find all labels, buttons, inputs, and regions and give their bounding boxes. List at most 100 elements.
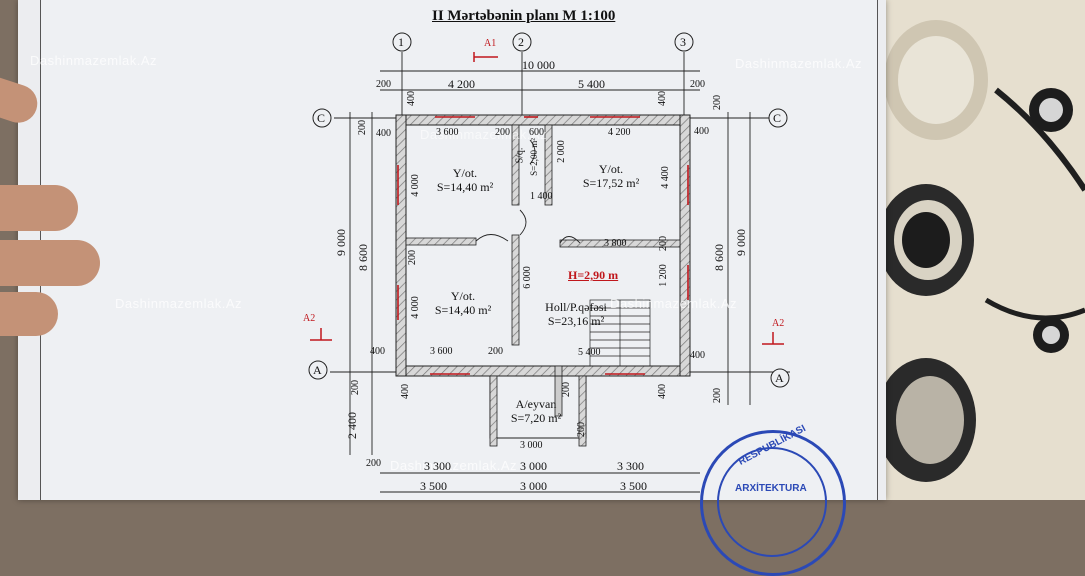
dim-200: 200 bbox=[576, 422, 587, 437]
dim-top-200-left: 200 bbox=[376, 79, 391, 90]
staircase bbox=[589, 299, 651, 367]
dim-bottom-200: 200 bbox=[366, 458, 381, 469]
carpet-pattern bbox=[886, 0, 1085, 500]
dim-hall-width: 3 800 bbox=[604, 238, 627, 249]
dim-200: 200 bbox=[495, 127, 510, 138]
dim-left-8600: 8 600 bbox=[356, 244, 370, 271]
dim-200: 200 bbox=[561, 382, 572, 397]
dim-wall-400: 400 bbox=[406, 91, 417, 106]
room-name: Y/ot. bbox=[598, 162, 624, 176]
stamp-inner-ring bbox=[717, 447, 827, 557]
room-name: Holl/P.qəfəsi bbox=[545, 300, 607, 314]
dim-left-200-bottom: 200 bbox=[350, 380, 361, 395]
paper-sheet bbox=[18, 0, 886, 500]
section-label-a2-left: A2 bbox=[303, 313, 316, 324]
section-markers bbox=[310, 52, 784, 345]
dim-wall-400: 400 bbox=[657, 91, 668, 106]
dim-total-top: 10 000 bbox=[522, 58, 555, 72]
axis-label-a-right: A bbox=[775, 371, 784, 385]
watermark: Dashinmazemlak.Az bbox=[115, 296, 242, 311]
dim-200: 200 bbox=[488, 346, 503, 357]
dim-bottom-3000-bottom: 3 000 bbox=[520, 479, 547, 493]
watermark: Dashinmazemlak.Az bbox=[390, 458, 517, 473]
room-name: A/eyvan bbox=[515, 397, 557, 411]
stamp-text-bottom: ARXİTEKTURA bbox=[735, 483, 807, 494]
room-area: S=17,52 m² bbox=[582, 176, 640, 190]
finger bbox=[0, 240, 100, 286]
axis-bubbles bbox=[308, 32, 790, 388]
room-bedroom-3: Y/ot. S=14,40 m² bbox=[418, 289, 508, 317]
dim-wc-height: 2 000 bbox=[555, 140, 567, 163]
dim-room2-height: 4 400 bbox=[659, 166, 671, 189]
section-label-a2-right: A2 bbox=[772, 318, 785, 329]
doors bbox=[475, 139, 581, 244]
dim-bottom-3000-mid: 3 000 bbox=[520, 459, 547, 473]
dim-bottom-3500-right: 3 500 bbox=[620, 479, 647, 493]
dim-porch-3000: 3 000 bbox=[520, 440, 543, 451]
dim-wall-400: 400 bbox=[690, 350, 705, 361]
dim-600: 600 bbox=[529, 127, 544, 138]
room-hall: Holl/P.qəfəsi S=23,16 m² bbox=[526, 300, 626, 328]
axis-label-2: 2 bbox=[518, 35, 524, 49]
room-bedroom-1: Y/ot. S=14,40 m² bbox=[420, 166, 510, 194]
watermark: Dashinmazemlak.Az bbox=[30, 53, 157, 68]
dim-room1-width: 3 600 bbox=[436, 127, 459, 138]
watermark: Dashinmazemlak.Az bbox=[420, 127, 547, 142]
dim-right-8600: 8 600 bbox=[712, 244, 726, 271]
dim-right-200-top: 200 bbox=[712, 95, 723, 110]
axis-label-c-right: C bbox=[773, 111, 782, 125]
plan-title: II Mərtəbənin planı M 1:100 bbox=[432, 8, 616, 24]
dim-wall-400: 400 bbox=[657, 384, 668, 399]
dim-200: 200 bbox=[407, 250, 418, 265]
dim-1200: 1 200 bbox=[657, 264, 669, 287]
room-area: S=23,16 m² bbox=[547, 314, 605, 328]
room-wc-area: S=2,00 m² bbox=[528, 138, 539, 176]
axis-label-c-left: C bbox=[317, 111, 326, 125]
finger bbox=[0, 292, 58, 336]
dim-room3-width: 3 600 bbox=[430, 346, 453, 357]
carpet-background bbox=[886, 0, 1085, 500]
dim-hall-height: 6 000 bbox=[521, 266, 533, 289]
walls bbox=[395, 114, 691, 447]
dim-wc-width: 1 400 bbox=[530, 191, 553, 202]
dim-left-2400: 2 400 bbox=[345, 412, 359, 439]
dim-wall-400: 400 bbox=[400, 384, 411, 399]
dim-bottom-3300-left: 3 300 bbox=[424, 459, 451, 473]
room-bedroom-2: Y/ot. S=17,52 m² bbox=[566, 162, 656, 190]
dim-bottom-3300-right: 3 300 bbox=[617, 459, 644, 473]
floor-plan-drawing bbox=[308, 32, 790, 493]
drawing-frame bbox=[40, 0, 878, 500]
ceiling-height-label: H=2,90 m bbox=[568, 268, 619, 282]
room-area: S=14,40 m² bbox=[434, 303, 492, 317]
windows bbox=[397, 116, 689, 375]
axis-label-a-left: A bbox=[313, 363, 322, 377]
watermark: Dashinmazemlak.Az bbox=[735, 56, 862, 71]
official-stamp bbox=[700, 430, 846, 576]
dim-right-9000: 9 000 bbox=[734, 229, 748, 256]
dim-left-200-top: 200 bbox=[357, 120, 368, 135]
room-name: Y/ot. bbox=[452, 166, 478, 180]
room-wc-name: S/q. bbox=[514, 147, 526, 164]
dim-200: 200 bbox=[658, 236, 669, 251]
dim-top-4200: 4 200 bbox=[448, 77, 475, 91]
section-label-a1: A1 bbox=[484, 38, 497, 49]
dim-wall-400: 400 bbox=[370, 346, 385, 357]
room-name: Y/ot. bbox=[450, 289, 476, 303]
dim-bottom-3500-left: 3 500 bbox=[420, 479, 447, 493]
room-porch: A/eyvan S=7,20 m² bbox=[496, 397, 576, 425]
dim-top-5400: 5 400 bbox=[578, 77, 605, 91]
dim-left-9000: 9 000 bbox=[334, 229, 348, 256]
axis-label-1: 1 bbox=[398, 35, 404, 49]
finger bbox=[0, 185, 78, 231]
dim-wall-400: 400 bbox=[376, 128, 391, 139]
dim-room2-width: 4 200 bbox=[608, 127, 631, 138]
room-area: S=14,40 m² bbox=[436, 180, 494, 194]
dim-right-200-bottom: 200 bbox=[712, 388, 723, 403]
dim-top-200-right: 200 bbox=[690, 79, 705, 90]
axis-label-3: 3 bbox=[680, 35, 686, 49]
dim-5400: 5 400 bbox=[578, 347, 601, 358]
room-area: S=7,20 m² bbox=[510, 411, 562, 425]
watermark: Dashinmazemlak.Az bbox=[610, 296, 737, 311]
dim-wall-400: 400 bbox=[694, 126, 709, 137]
